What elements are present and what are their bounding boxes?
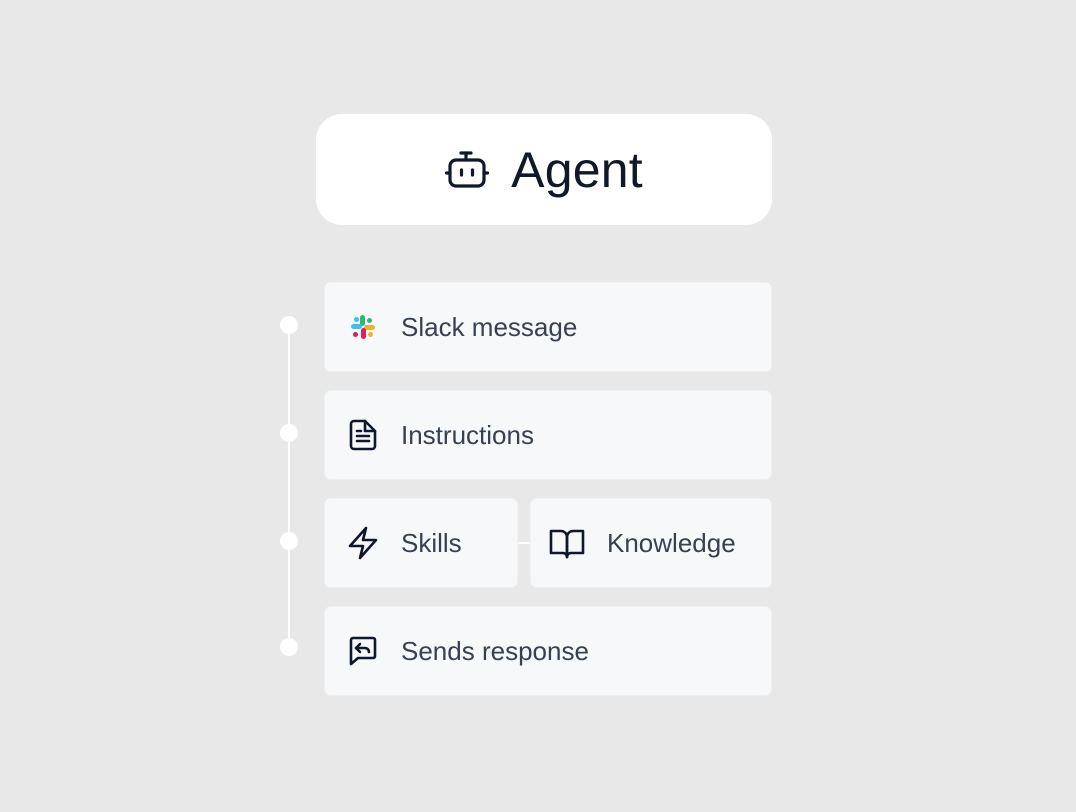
timeline-dot (280, 532, 298, 550)
step-label: Knowledge (607, 528, 736, 558)
lightning-bolt-icon (347, 526, 379, 560)
open-book-icon (549, 527, 585, 559)
step-skills: Skills (324, 498, 518, 588)
agent-card: Agent (316, 114, 772, 225)
skills-knowledge-connector (518, 542, 530, 544)
agent-title: Agent (511, 141, 643, 198)
slack-icon (347, 311, 379, 343)
robot-icon (445, 150, 490, 190)
step-label: Instructions (401, 420, 534, 450)
step-sends-response: Sends response (324, 606, 772, 696)
timeline-dot (280, 316, 298, 334)
step-label: Slack message (401, 312, 578, 342)
step-slack-message: Slack message (324, 282, 772, 372)
timeline-line (287, 325, 290, 647)
step-knowledge: Knowledge (530, 498, 772, 588)
step-label: Sends response (401, 636, 589, 666)
reply-message-icon (347, 635, 379, 667)
step-instructions: Instructions (324, 390, 772, 480)
document-icon (347, 419, 379, 451)
timeline-dot (280, 638, 298, 656)
step-label: Skills (401, 528, 462, 558)
timeline-dot (280, 424, 298, 442)
